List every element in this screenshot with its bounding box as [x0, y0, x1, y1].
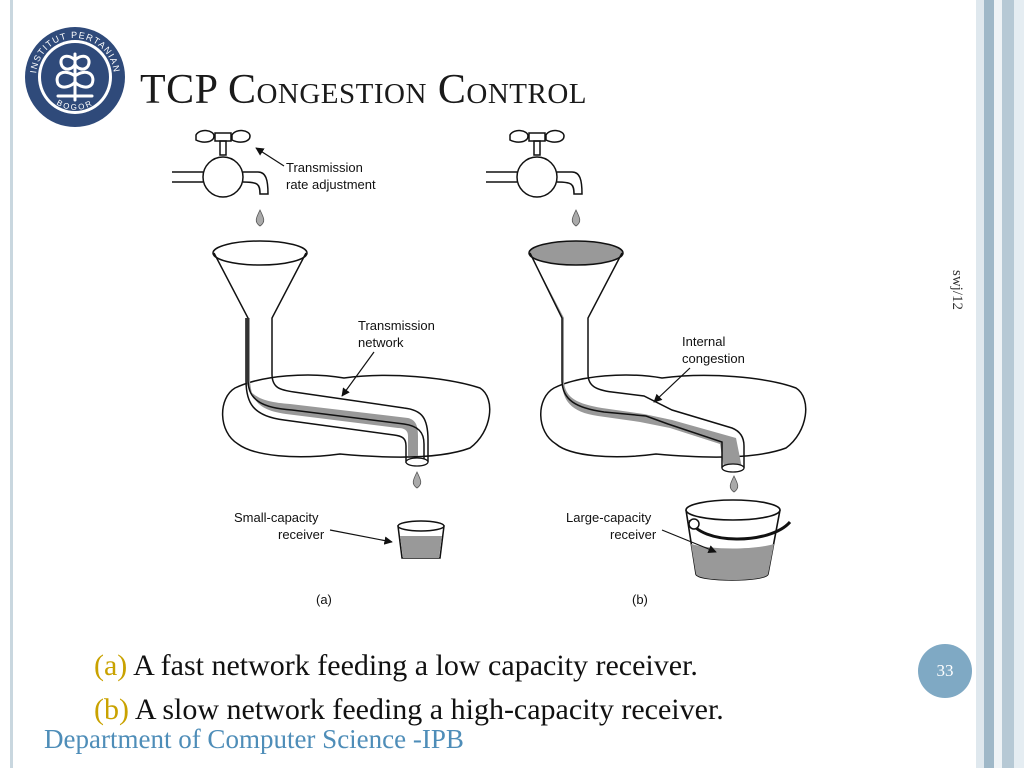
caption-text: A fast network feeding a low capacity re…	[133, 649, 698, 682]
cloud-b	[540, 374, 807, 458]
drop-b1-icon	[571, 209, 581, 227]
caption-list: (a) A fast network feeding a low capacit…	[94, 644, 724, 732]
small-cup-a	[397, 520, 445, 559]
funnel-b	[528, 240, 745, 473]
ipb-emblem-icon	[55, 52, 95, 102]
drop-a2-icon	[412, 471, 422, 489]
slide-title: TCP Congestion Control	[140, 67, 588, 113]
funnel-a	[212, 240, 429, 467]
caption-b: (b)	[632, 592, 648, 607]
drop-b2-icon	[729, 475, 739, 493]
footer-department: Department of Computer Science -IPB	[44, 724, 464, 754]
caption-tag: (b)	[94, 693, 129, 726]
caption-tag: (a)	[94, 649, 128, 682]
caption-text: A slow network feeding a high-capacity r…	[134, 693, 724, 726]
faucet-b-icon	[486, 129, 583, 198]
slide-number-badge: 33	[918, 644, 972, 698]
caption-a: (a)	[316, 592, 332, 607]
left-decorative-rule	[10, 0, 13, 768]
caption-item-b: (b) A slow network feeding a high-capaci…	[94, 688, 724, 732]
side-note: swj/12	[949, 270, 965, 311]
bucket-b	[685, 499, 792, 581]
right-decorative-stripes	[976, 0, 1024, 768]
drop-a1-icon	[255, 209, 265, 227]
faucet-a-icon	[172, 129, 269, 198]
caption-item-a: (a) A fast network feeding a low capacit…	[94, 644, 724, 688]
ipb-logo: INSTITUT PERTANIAN BOGOR	[25, 27, 125, 127]
